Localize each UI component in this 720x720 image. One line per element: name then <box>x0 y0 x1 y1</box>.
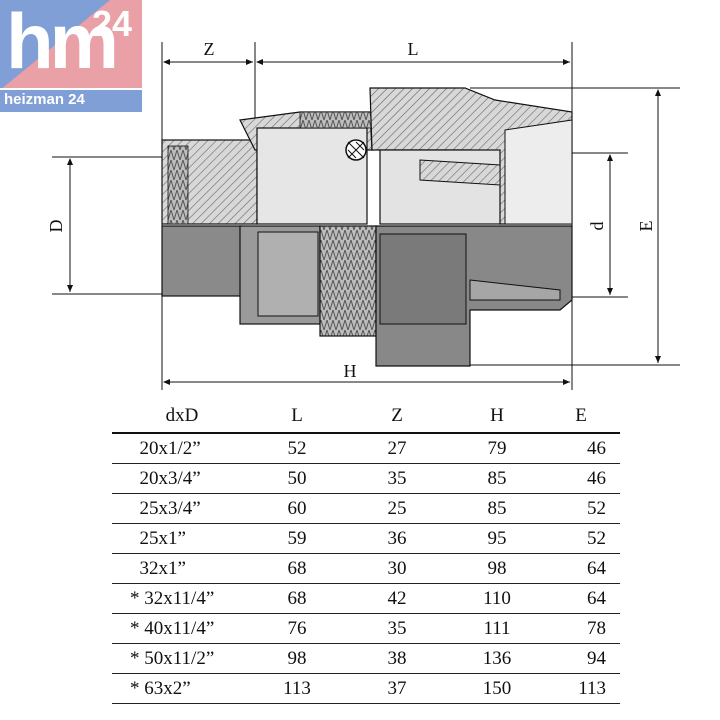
cell-e: 64 <box>542 583 620 614</box>
cell-size: 25x3/4” <box>112 493 252 524</box>
cell-e: 94 <box>542 643 620 674</box>
cell-h: 95 <box>452 523 542 554</box>
cell-size: * 40x11/4” <box>112 613 252 644</box>
cell-size: * 50x11/2” <box>112 643 252 674</box>
cell-h: 110 <box>452 583 542 614</box>
cell-e: 113 <box>542 673 620 704</box>
cell-e: 46 <box>542 433 620 464</box>
cell-h: 150 <box>452 673 542 704</box>
header-dxd: dxD <box>112 400 252 434</box>
cell-l: 68 <box>252 553 342 584</box>
table-header-row: dxD L Z H E <box>112 400 620 434</box>
logo-background <box>0 0 142 112</box>
cell-l: 50 <box>252 463 342 494</box>
cell-z: 36 <box>342 523 452 554</box>
dimension-d-outer-label: D <box>46 220 66 233</box>
cell-z: 37 <box>342 673 452 704</box>
cell-h: 111 <box>452 613 542 644</box>
header-h: H <box>452 400 542 434</box>
cell-z: 35 <box>342 613 452 644</box>
brand-logo: hm 24 heizman 24 <box>0 0 142 112</box>
cell-z: 42 <box>342 583 452 614</box>
cell-z: 25 <box>342 493 452 524</box>
cell-l: 60 <box>252 493 342 524</box>
cell-h: 136 <box>452 643 542 674</box>
cell-size: 25x1” <box>112 523 252 554</box>
cell-z: 30 <box>342 553 452 584</box>
cell-e: 64 <box>542 553 620 584</box>
dimension-d-inner-label: d <box>587 222 607 231</box>
cell-h: 85 <box>452 493 542 524</box>
upper-section <box>161 87 573 225</box>
cell-z: 35 <box>342 463 452 494</box>
cell-h: 85 <box>452 463 542 494</box>
dimension-z-label: Z <box>204 39 215 59</box>
cell-e: 78 <box>542 613 620 644</box>
cell-h: 79 <box>452 433 542 464</box>
cell-l: 76 <box>252 613 342 644</box>
cell-e: 52 <box>542 523 620 554</box>
cell-size: * 63x2” <box>112 673 252 704</box>
cell-e: 46 <box>542 463 620 494</box>
dimension-e-label: E <box>636 221 656 232</box>
header-l: L <box>252 400 342 434</box>
logo-text: hm <box>6 0 119 85</box>
cell-size: 20x1/2” <box>112 433 252 464</box>
header-e: E <box>542 400 620 434</box>
dimension-h-label: H <box>344 361 357 381</box>
dimension-l-label: L <box>408 39 419 59</box>
cell-z: 27 <box>342 433 452 464</box>
header-z: Z <box>342 400 452 434</box>
fitting-drawing: Z L H D d E <box>46 39 680 390</box>
cell-size: 20x3/4” <box>112 463 252 494</box>
cell-size: * 32x11/4” <box>112 583 252 614</box>
cell-size: 32x1” <box>112 553 252 584</box>
logo-subtitle: heizman 24 <box>4 91 85 108</box>
cell-z: 38 <box>342 643 452 674</box>
cell-l: 98 <box>252 643 342 674</box>
cell-h: 98 <box>452 553 542 584</box>
cell-l: 59 <box>252 523 342 554</box>
cell-l: 68 <box>252 583 342 614</box>
cell-e: 52 <box>542 493 620 524</box>
cell-l: 52 <box>252 433 342 464</box>
logo-number: 24 <box>92 3 133 44</box>
lower-exterior <box>161 225 573 367</box>
cell-l: 113 <box>252 673 342 704</box>
